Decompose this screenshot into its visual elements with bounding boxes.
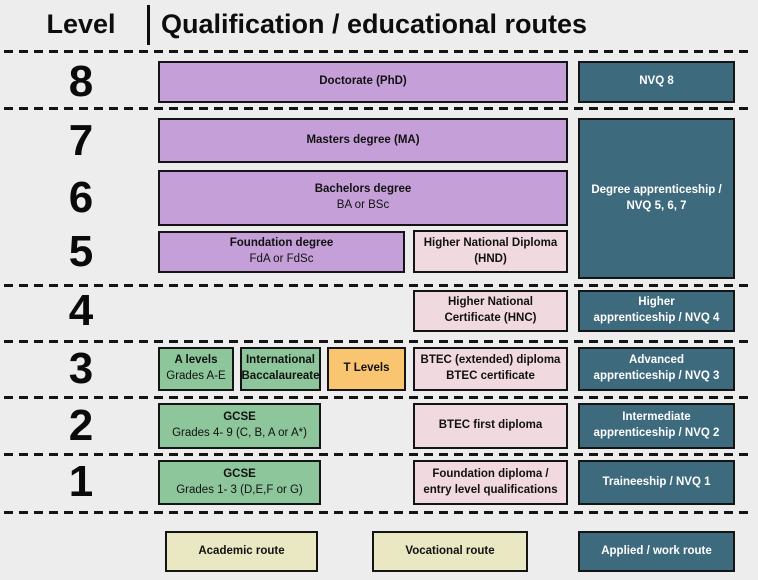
- box-a-levels: A levels Grades A-E: [158, 347, 234, 391]
- box-masters-degree-title: Masters degree (MA): [306, 133, 420, 146]
- box-btec-first-diploma: BTEC first diploma: [413, 403, 568, 449]
- level-number-1: 1: [68, 457, 94, 506]
- box-btec-first-diploma-title: BTEC first diploma: [438, 419, 543, 432]
- box-doctorate-title: Doctorate (PhD): [319, 75, 407, 88]
- box-doctorate: Doctorate (PhD): [158, 61, 568, 103]
- box-hnc-title: Higher National Certificate (HNC): [444, 296, 537, 324]
- box-gcse-grades-4-9-title: GCSE: [223, 411, 256, 424]
- box-gcse-grades-1-3-subtitle: Grades 1- 3 (D,E,F or G): [176, 483, 303, 496]
- box-a-levels-title: A levels: [174, 354, 218, 367]
- divider-below-level-8: [4, 107, 754, 110]
- box-foundation-diploma: Foundation diploma / entry level qualifi…: [413, 460, 568, 505]
- level-number-8: 8: [68, 57, 94, 106]
- box-btec-extended-diploma-title: BTEC (extended) diploma BTEC certificate: [420, 354, 561, 382]
- box-advanced-apprenticeship-title: Advanced apprenticeship / NVQ 3: [593, 354, 720, 382]
- box-foundation-degree-subtitle: FdA or FdSc: [249, 253, 314, 265]
- box-gcse-grades-1-3: GCSE Grades 1- 3 (D,E,F or G): [158, 460, 321, 505]
- level-number-6: 6: [68, 173, 94, 222]
- box-nvq-8-title: NVQ 8: [639, 75, 674, 88]
- divider-below-level-2: [4, 453, 754, 456]
- box-foundation-degree: Foundation degree FdA or FdSc: [158, 231, 405, 273]
- level-number-2: 2: [68, 401, 94, 450]
- divider-below-level-3: [4, 396, 754, 399]
- box-international-baccalaureate: International Baccalaureate: [240, 347, 321, 391]
- box-gcse-grades-1-3-title: GCSE: [223, 467, 256, 480]
- box-t-levels: T Levels: [327, 347, 406, 391]
- legend-vocational-route: Vocational route: [372, 531, 528, 572]
- box-btec-extended-diploma: BTEC (extended) diploma BTEC certificate: [413, 347, 568, 391]
- level-number-4: 4: [68, 286, 94, 335]
- box-gcse-grades-4-9: GCSE Grades 4- 9 (C, B, A or A*): [158, 403, 321, 449]
- box-international-baccalaureate-title: International Baccalaureate: [241, 354, 320, 382]
- box-foundation-degree-title: Foundation degree: [229, 237, 334, 250]
- box-bachelors-degree-title: Bachelors degree: [314, 183, 412, 196]
- divider-below-level-4: [4, 340, 754, 343]
- legend-applied-work-route-label: Applied / work route: [601, 544, 712, 557]
- legend-academic-route-label: Academic route: [198, 544, 285, 557]
- box-nvq-8: NVQ 8: [578, 61, 735, 103]
- header-divider-line: [147, 5, 150, 45]
- divider-below-level-5: [4, 284, 754, 287]
- box-higher-apprenticeship: Higher apprenticeship / NVQ 4: [578, 290, 735, 332]
- box-foundation-diploma-title: Foundation diploma / entry level qualifi…: [423, 467, 558, 496]
- divider-below-header: [4, 50, 754, 53]
- box-a-levels-subtitle: Grades A-E: [166, 370, 226, 382]
- box-bachelors-degree: Bachelors degree BA or BSc: [158, 170, 568, 226]
- box-degree-apprenticeship-title: Degree apprenticeship / NVQ 5, 6, 7: [591, 183, 722, 212]
- page-title: Qualification / educational routes: [161, 9, 588, 39]
- level-number-3: 3: [68, 344, 94, 393]
- box-masters-degree: Masters degree (MA): [158, 118, 568, 163]
- box-gcse-grades-4-9-subtitle: Grades 4- 9 (C, B, A or A*): [172, 427, 307, 439]
- level-column-header: Level: [46, 9, 116, 39]
- box-hnd: Higher National Diploma (HND): [413, 230, 568, 273]
- divider-below-level-1: [4, 511, 754, 514]
- box-higher-apprenticeship-title: Higher apprenticeship / NVQ 4: [593, 296, 720, 324]
- box-bachelors-degree-subtitle: BA or BSc: [336, 199, 390, 211]
- box-traineeship-title: Traineeship / NVQ 1: [602, 475, 711, 488]
- box-intermediate-apprenticeship-title: Intermediate apprenticeship / NVQ 2: [593, 411, 720, 439]
- legend-vocational-route-label: Vocational route: [405, 544, 495, 557]
- level-number-5: 5: [68, 227, 94, 276]
- box-t-levels-title: T Levels: [343, 362, 390, 375]
- level-number-7: 7: [68, 116, 94, 165]
- legend-academic-route: Academic route: [165, 531, 318, 572]
- box-hnd-title: Higher National Diploma (HND): [423, 236, 558, 265]
- box-advanced-apprenticeship: Advanced apprenticeship / NVQ 3: [578, 347, 735, 391]
- box-intermediate-apprenticeship: Intermediate apprenticeship / NVQ 2: [578, 403, 735, 449]
- box-traineeship: Traineeship / NVQ 1: [578, 460, 735, 505]
- box-hnc: Higher National Certificate (HNC): [413, 290, 568, 332]
- legend-applied-work-route: Applied / work route: [578, 531, 735, 572]
- box-degree-apprenticeship: Degree apprenticeship / NVQ 5, 6, 7: [578, 118, 735, 279]
